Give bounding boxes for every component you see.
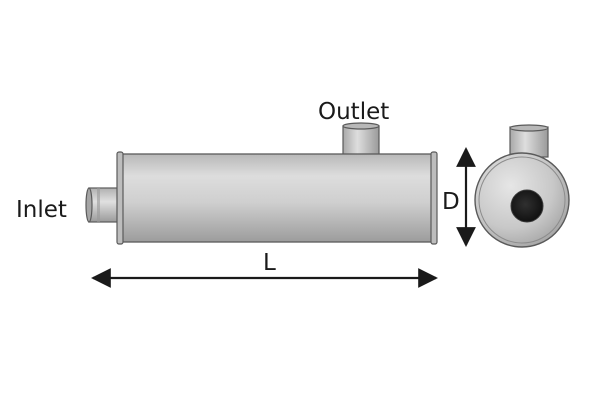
- inlet-pipe: [85, 187, 122, 223]
- length-label: L: [263, 250, 276, 276]
- outlet-pipe: [342, 122, 380, 159]
- diameter-label: D: [442, 189, 460, 215]
- inlet-label: Inlet: [16, 197, 67, 223]
- muffler-body: [116, 151, 438, 245]
- end-view: [474, 124, 570, 248]
- outlet-label: Outlet: [318, 99, 390, 125]
- inlet-hole: [510, 189, 544, 223]
